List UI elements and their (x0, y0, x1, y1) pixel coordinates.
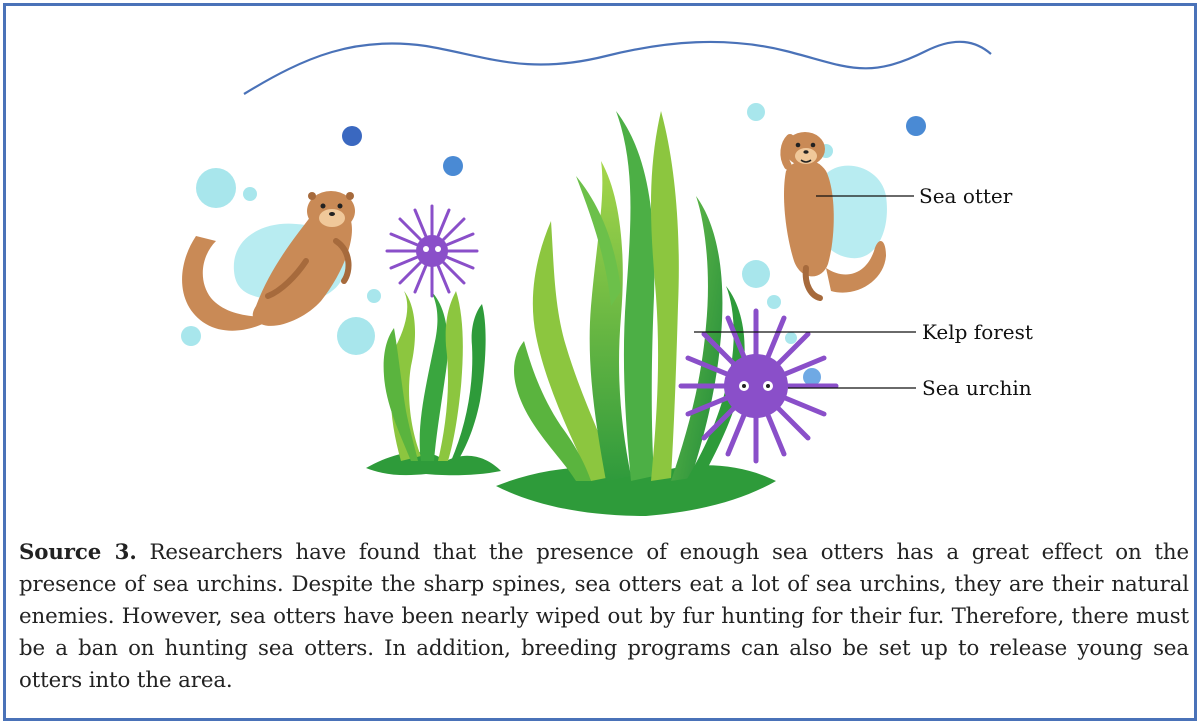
ocean-illustration: Sea otter Kelp forest Sea urchin (6, 6, 1200, 536)
large-sea-urchin (681, 311, 836, 461)
caption-lead: Source 3. (19, 540, 137, 565)
caption-text: Researchers have found that the presence… (19, 540, 1189, 693)
left-otter (182, 191, 355, 331)
small-kelp (366, 291, 501, 475)
small-sea-urchin (387, 206, 477, 296)
kelp-forest (496, 111, 776, 516)
figure-frame: Sea otter Kelp forest Sea urchin Source … (3, 3, 1197, 721)
water-surface-line (244, 42, 991, 94)
label-kelp-forest: Kelp forest (922, 320, 1033, 344)
source-caption: Source 3. Researchers have found that th… (19, 537, 1189, 697)
label-sea-otter: Sea otter (919, 184, 1013, 208)
right-otter (784, 132, 887, 298)
label-sea-urchin: Sea urchin (922, 376, 1032, 400)
